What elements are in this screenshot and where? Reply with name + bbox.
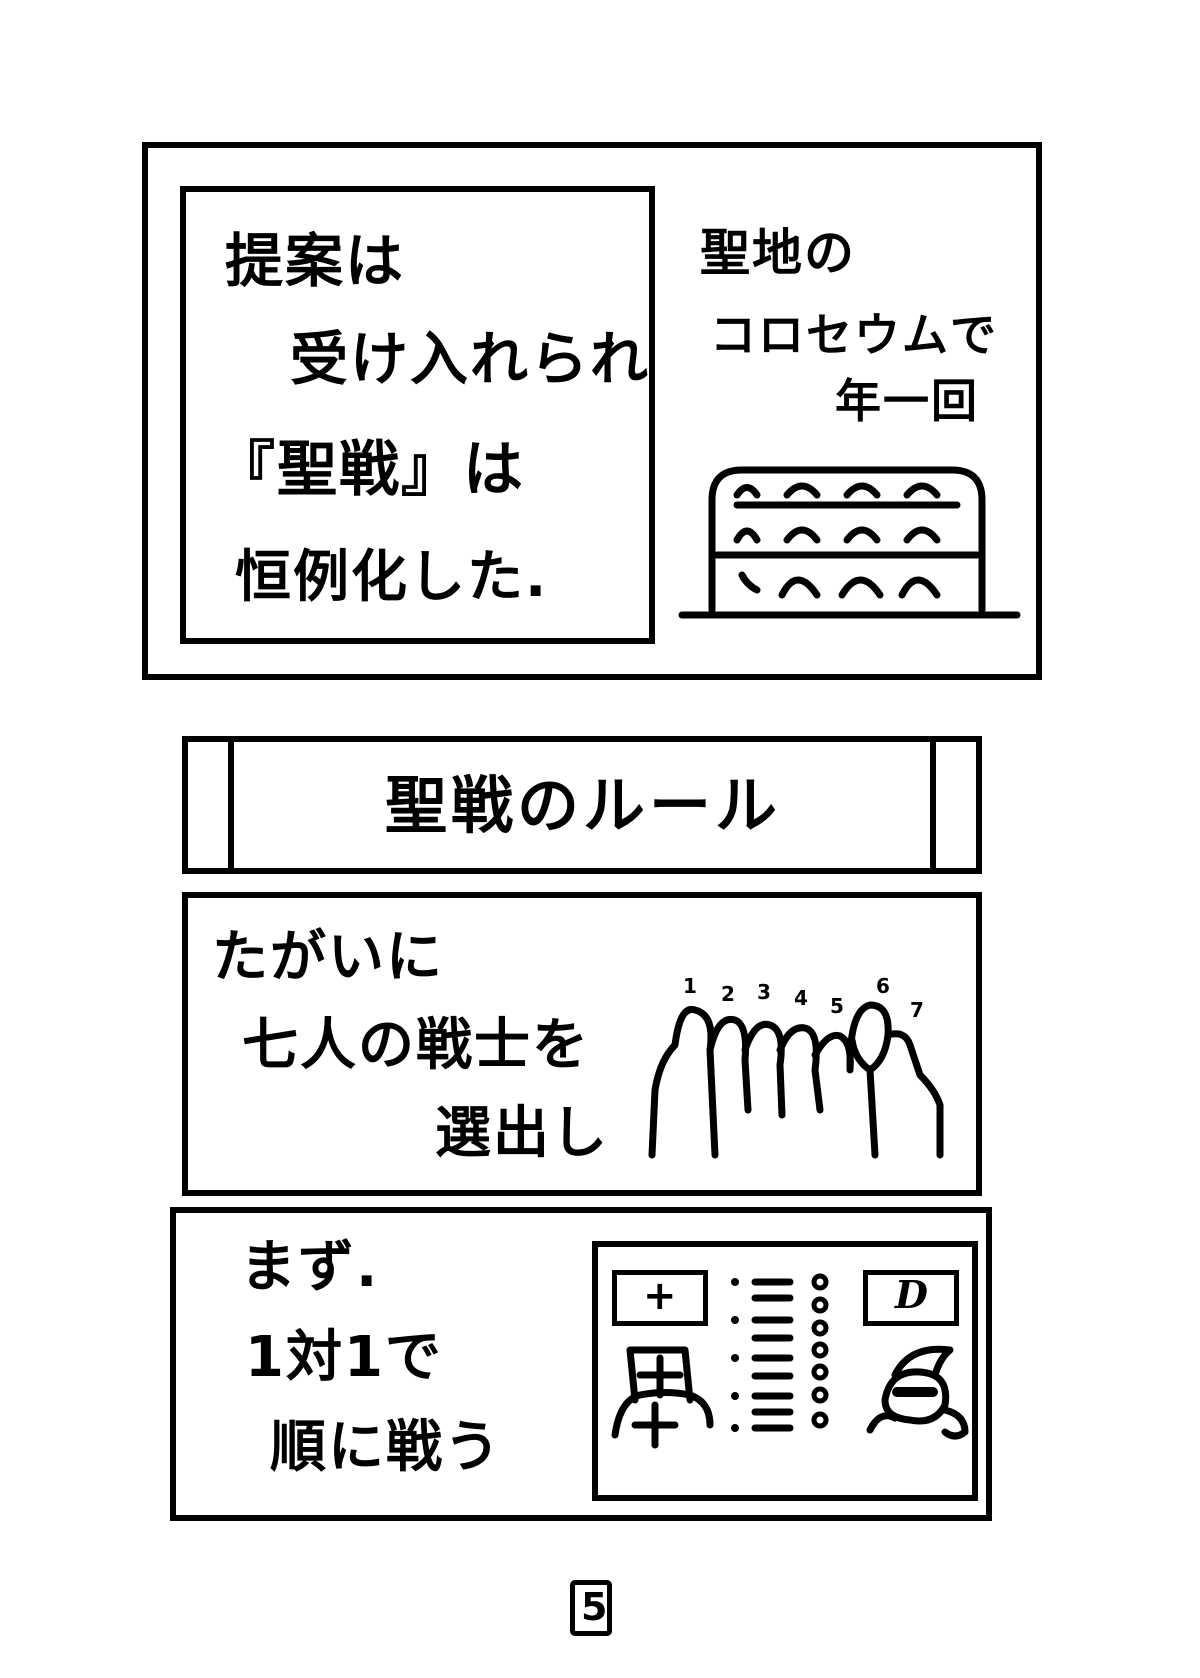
- rules-title: 聖戦のルール: [385, 769, 782, 842]
- warrior-number-4: 4: [794, 986, 810, 1010]
- warriors-silhouettes: [648, 1001, 944, 1159]
- right-team-sign: [863, 1270, 959, 1326]
- panel-colosseum: [142, 142, 1042, 680]
- caption-line-1: 提案は: [225, 227, 406, 295]
- panel-duel: [170, 1207, 992, 1521]
- left-team-emblem: +: [643, 1273, 679, 1319]
- page-number: 5: [581, 1585, 610, 1629]
- left-team-sign: [612, 1270, 708, 1326]
- warrior-number-3: 3: [757, 980, 773, 1004]
- colosseum-illustration: [678, 466, 1021, 619]
- duel-line-3: 順に戦う: [270, 1415, 502, 1480]
- warrior-number-5: 5: [830, 994, 846, 1018]
- side-line-1: 聖地の: [700, 224, 856, 282]
- right-fighter: [866, 1345, 969, 1440]
- right-team-emblem: D: [895, 1272, 930, 1317]
- warrior-number-7: 7: [910, 998, 926, 1022]
- page-number-box: [570, 1580, 612, 1636]
- left-fighter: [611, 1346, 714, 1449]
- warrior-number-6: 6: [876, 974, 892, 998]
- scoreboard-marks: [731, 1273, 829, 1432]
- scoreboard: [592, 1241, 978, 1501]
- side-line-3: 年一回: [835, 374, 979, 428]
- rules-title-panel: [182, 736, 982, 874]
- warrior-number-2: 2: [721, 982, 737, 1006]
- duel-line-2: 1対1で: [245, 1325, 443, 1390]
- duel-line-1: まず.: [240, 1235, 380, 1300]
- caption-box: [180, 186, 655, 644]
- warriors-line-1: たがいに: [212, 925, 444, 990]
- caption-line-3: 『聖戦』は: [215, 435, 525, 505]
- warriors-line-2: 七人の戦士を: [242, 1013, 590, 1078]
- side-line-2: コロセウムで: [710, 308, 998, 362]
- title-banner: [228, 736, 936, 874]
- caption-line-2: 受け入れられ: [290, 325, 651, 393]
- warriors-line-3: 選出し: [435, 1101, 609, 1166]
- warrior-number-1: 1: [683, 974, 699, 998]
- caption-line-4: 恒例化した.: [235, 545, 549, 610]
